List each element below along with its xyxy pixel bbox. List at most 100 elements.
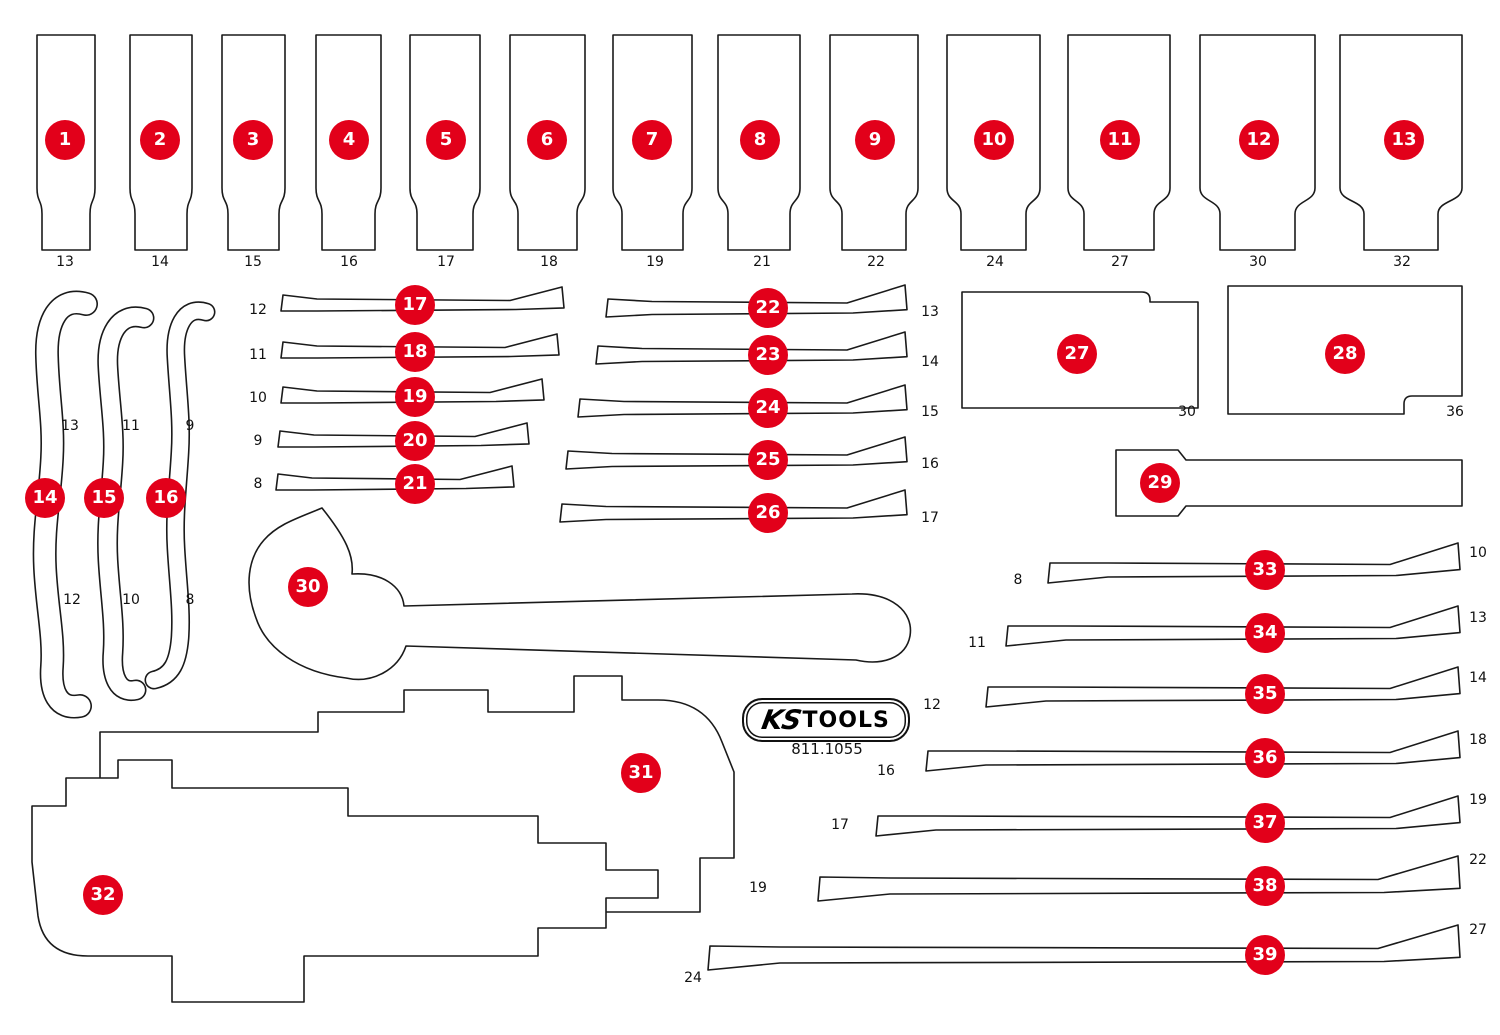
position-badge-7: 7	[632, 120, 672, 160]
position-badge-20: 20	[395, 421, 435, 461]
size-label: 14	[921, 354, 939, 370]
wrench-outline-21	[275, 465, 515, 491]
size-label: 14	[1469, 670, 1487, 686]
position-badge-12: 12	[1239, 120, 1279, 160]
size-label: 15	[921, 404, 939, 420]
size-label: 10	[122, 592, 140, 608]
size-label: 8	[253, 476, 263, 492]
size-label: 13	[1469, 610, 1487, 626]
size-label: 10	[1469, 545, 1487, 561]
position-badge-37: 37	[1245, 803, 1285, 843]
wrench-outline-20	[277, 422, 530, 448]
size-label: 22	[1469, 852, 1487, 868]
size-label: 8	[185, 592, 195, 608]
wrench-outline-26	[559, 489, 908, 523]
wrench-outline-23	[595, 331, 908, 365]
position-badge-8: 8	[740, 120, 780, 160]
position-badge-1: 1	[45, 120, 85, 160]
position-badge-21: 21	[395, 464, 435, 504]
position-badge-11: 11	[1100, 120, 1140, 160]
size-label: 24	[986, 254, 1004, 270]
wrench-outline-17	[280, 286, 565, 312]
position-badge-18: 18	[395, 332, 435, 372]
position-badge-3: 3	[233, 120, 273, 160]
size-label: 17	[437, 254, 455, 270]
size-label: 12	[923, 697, 941, 713]
size-label: 30	[1178, 404, 1196, 420]
position-badge-26: 26	[748, 493, 788, 533]
position-badge-14: 14	[25, 478, 65, 518]
position-badge-39: 39	[1245, 935, 1285, 975]
part-number: 811.1055	[791, 740, 863, 758]
position-badge-29: 29	[1140, 463, 1180, 503]
position-badge-9: 9	[855, 120, 895, 160]
ks-tools-logo: KS TOOLS	[742, 698, 910, 742]
wrench-outline-36	[925, 730, 1461, 772]
position-badge-6: 6	[527, 120, 567, 160]
size-label: 12	[249, 302, 267, 318]
stepped-tool-outline-32	[31, 759, 659, 1003]
wrench-outline-33	[1047, 542, 1461, 584]
size-label: 16	[921, 456, 939, 472]
size-label: 17	[921, 510, 939, 526]
size-label: 12	[63, 592, 81, 608]
wrench-outline-24	[577, 384, 908, 418]
size-label: 14	[151, 254, 169, 270]
adjustable-wrench-outline-30	[248, 507, 912, 681]
size-label: 13	[56, 254, 74, 270]
size-label: 30	[1249, 254, 1267, 270]
size-label: 19	[749, 880, 767, 896]
size-label: 24	[684, 970, 702, 986]
wrench-outline-38	[817, 855, 1461, 902]
size-label: 8	[1013, 572, 1023, 588]
position-badge-15: 15	[84, 478, 124, 518]
wrench-outline-19	[280, 378, 545, 404]
position-badge-17: 17	[395, 285, 435, 325]
position-badge-19: 19	[395, 377, 435, 417]
size-label: 9	[253, 433, 263, 449]
size-label: 11	[249, 347, 267, 363]
wrench-outline-18	[280, 333, 560, 359]
position-badge-31: 31	[621, 753, 661, 793]
position-badge-5: 5	[426, 120, 466, 160]
position-badge-33: 33	[1245, 550, 1285, 590]
wrench-outline-35	[985, 666, 1461, 708]
size-label: 16	[877, 763, 895, 779]
logo-ks-text: KS	[759, 704, 804, 736]
position-badge-34: 34	[1245, 613, 1285, 653]
size-label: 11	[968, 635, 986, 651]
position-badge-36: 36	[1245, 738, 1285, 778]
position-badge-27: 27	[1057, 334, 1097, 374]
size-label: 21	[753, 254, 771, 270]
size-label: 10	[249, 390, 267, 406]
size-label: 22	[867, 254, 885, 270]
position-badge-10: 10	[974, 120, 1014, 160]
size-label: 13	[61, 418, 79, 434]
position-badge-13: 13	[1384, 120, 1424, 160]
size-label: 27	[1111, 254, 1129, 270]
position-badge-38: 38	[1245, 866, 1285, 906]
size-label: 32	[1393, 254, 1411, 270]
position-badge-23: 23	[748, 335, 788, 375]
logo-tools-text: TOOLS	[802, 707, 890, 733]
size-label: 9	[185, 418, 195, 434]
size-label: 17	[831, 817, 849, 833]
position-badge-32: 32	[83, 875, 123, 915]
position-badge-22: 22	[748, 288, 788, 328]
bar-outline-29	[1115, 449, 1463, 517]
size-label: 19	[1469, 792, 1487, 808]
size-label: 36	[1446, 404, 1464, 420]
size-label: 15	[244, 254, 262, 270]
size-label: 16	[340, 254, 358, 270]
size-label: 27	[1469, 922, 1487, 938]
wrench-outline-37	[875, 795, 1461, 837]
size-label: 13	[921, 304, 939, 320]
size-label: 11	[122, 418, 140, 434]
size-label: 19	[646, 254, 664, 270]
wrench-outline-22	[605, 284, 908, 318]
position-badge-2: 2	[140, 120, 180, 160]
position-badge-24: 24	[748, 388, 788, 428]
wrench-outline-34	[1005, 605, 1461, 647]
